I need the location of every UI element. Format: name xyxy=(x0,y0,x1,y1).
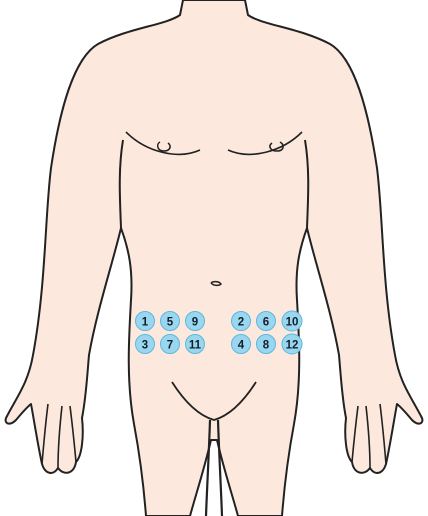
injection-site[interactable]: 9 xyxy=(186,312,205,331)
injection-site[interactable]: 12 xyxy=(282,334,302,354)
svg-text:9: 9 xyxy=(192,317,198,329)
torso-outline xyxy=(6,0,423,516)
svg-text:6: 6 xyxy=(263,317,269,329)
injection-site[interactable]: 5 xyxy=(161,312,180,331)
injection-site[interactable]: 10 xyxy=(282,311,302,331)
injection-site[interactable]: 6 xyxy=(257,312,276,331)
injection-site[interactable]: 2 xyxy=(232,312,251,331)
svg-text:5: 5 xyxy=(167,317,174,329)
injection-site[interactable]: 3 xyxy=(136,335,155,354)
injection-site[interactable]: 1 xyxy=(136,312,155,331)
svg-text:3: 3 xyxy=(142,340,148,352)
injection-site[interactable]: 11 xyxy=(186,335,205,354)
injection-site[interactable]: 7 xyxy=(161,335,180,354)
svg-text:11: 11 xyxy=(189,340,202,352)
svg-text:7: 7 xyxy=(167,340,173,352)
injection-site[interactable]: 8 xyxy=(257,335,276,354)
svg-text:4: 4 xyxy=(238,340,245,352)
svg-text:1: 1 xyxy=(142,317,149,329)
svg-text:8: 8 xyxy=(263,340,270,352)
svg-text:10: 10 xyxy=(286,317,299,329)
svg-text:2: 2 xyxy=(238,317,244,329)
injection-site[interactable]: 4 xyxy=(232,335,251,354)
svg-text:12: 12 xyxy=(286,340,299,352)
